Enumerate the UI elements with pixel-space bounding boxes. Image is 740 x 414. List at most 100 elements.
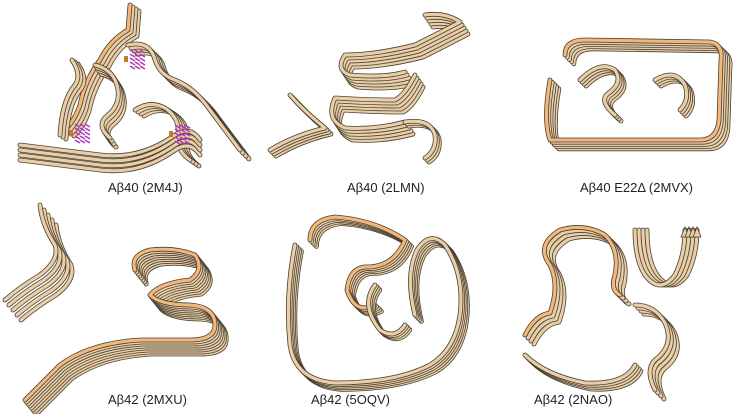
structure-2mvx	[544, 37, 733, 152]
strand	[551, 44, 730, 149]
ligand-bond	[179, 128, 186, 133]
ligand-bond	[74, 135, 81, 140]
strand	[126, 42, 242, 152]
ligand-bond	[74, 139, 81, 144]
ligand-bond	[79, 127, 86, 132]
chain-outer-loop	[285, 236, 470, 392]
strand	[23, 247, 217, 402]
ligand-bond	[84, 123, 91, 128]
panel-2mvx: Aβ40 E22Δ (2MVX)	[505, 0, 740, 200]
chain-inner-left	[92, 62, 127, 150]
strand-outline	[550, 44, 731, 149]
strand	[308, 215, 407, 310]
strand	[332, 76, 419, 133]
ligand-bond	[184, 124, 191, 129]
ligand-bond	[79, 123, 86, 128]
ligand-bond	[179, 132, 186, 137]
ligand-bond	[134, 49, 141, 54]
ligand-bond	[84, 135, 91, 140]
strand	[529, 231, 628, 343]
strand	[66, 5, 135, 134]
ligand-bond	[129, 49, 136, 54]
ligand-bond	[129, 61, 136, 66]
ligand-bond	[134, 61, 141, 66]
chain-loop-left	[57, 57, 87, 142]
structure-2mxu	[2, 202, 229, 414]
ligand-bond	[84, 139, 91, 144]
chain-upper	[338, 11, 471, 91]
chain-tail-right	[402, 118, 442, 165]
ligand-top	[124, 49, 146, 70]
ligand-bond	[79, 131, 86, 136]
ligand-accent	[169, 131, 173, 137]
ligand-bond	[179, 136, 186, 141]
strand	[578, 65, 620, 117]
ligand-bond	[174, 124, 181, 129]
structure-2lmn	[267, 11, 471, 165]
strand	[63, 3, 132, 132]
ligand-bond	[174, 140, 181, 145]
ligand-bond	[174, 128, 181, 133]
ligand-bond	[79, 135, 86, 140]
strand	[330, 73, 417, 130]
ligand-right	[169, 124, 191, 145]
ligand-bond	[174, 132, 181, 137]
ligand-bond	[84, 131, 91, 136]
ligand-bond	[139, 65, 146, 70]
strand	[58, 58, 80, 137]
chain-top-arm	[307, 214, 414, 317]
strand	[72, 9, 141, 138]
caption-2m4j: Aβ40 (2M4J)	[108, 180, 183, 195]
panel-2m4j: Aβ40 (2M4J)	[0, 0, 252, 200]
ligand-bond	[129, 57, 136, 62]
strand	[339, 12, 462, 78]
chain-tail-left	[267, 92, 334, 159]
panel-2mxu: Aβ42 (2MXU)	[0, 202, 250, 414]
strand-outline	[548, 42, 729, 147]
panel-2lmn: Aβ40 (2LMN)	[255, 0, 505, 200]
strand	[403, 119, 437, 160]
strand	[268, 93, 327, 152]
strand	[93, 63, 120, 140]
ligand-bond	[139, 61, 146, 66]
ligand-bond	[134, 53, 141, 58]
strand	[553, 47, 732, 151]
chain-right-loop	[632, 302, 680, 402]
strand	[18, 134, 202, 163]
ligand-bond	[74, 127, 81, 132]
caption-2mvx: Aβ40 E22Δ (2MVX)	[580, 180, 693, 195]
ligand-bond	[129, 53, 136, 58]
strand	[633, 228, 687, 287]
chain-right-loop	[652, 72, 696, 119]
chain-bottom	[522, 352, 644, 392]
chain-left-loop	[577, 64, 627, 124]
strand	[69, 7, 138, 136]
strand	[532, 234, 631, 346]
ligand-bond	[184, 128, 191, 133]
chain-top-left	[62, 2, 142, 139]
caption-2nao: Aβ42 (2NAO)	[534, 392, 613, 407]
ligand-bond	[79, 139, 86, 144]
ligand-bond	[134, 65, 141, 70]
structure-2nao	[522, 225, 702, 402]
ligand-bond	[179, 124, 186, 129]
ligand-bond	[139, 49, 146, 54]
strand	[544, 38, 723, 142]
strand-outline	[552, 46, 733, 152]
caption-5oqv: Aβ42 (5OQV)	[311, 392, 391, 407]
ligand-bond	[179, 140, 186, 145]
chain-inner-loop	[366, 282, 413, 342]
strand	[334, 79, 421, 136]
ligand-bond	[84, 127, 91, 132]
strand	[653, 73, 689, 112]
ligand-bond	[74, 131, 81, 136]
strand	[286, 237, 463, 385]
ligand-bond	[139, 57, 146, 62]
ligand-bond	[184, 132, 191, 137]
ligand-bond	[184, 140, 191, 145]
ligand-bond	[129, 65, 136, 70]
strand-arrowhead	[692, 225, 702, 238]
chain-top-right	[125, 41, 252, 162]
strand	[367, 283, 407, 336]
strand	[549, 42, 728, 147]
